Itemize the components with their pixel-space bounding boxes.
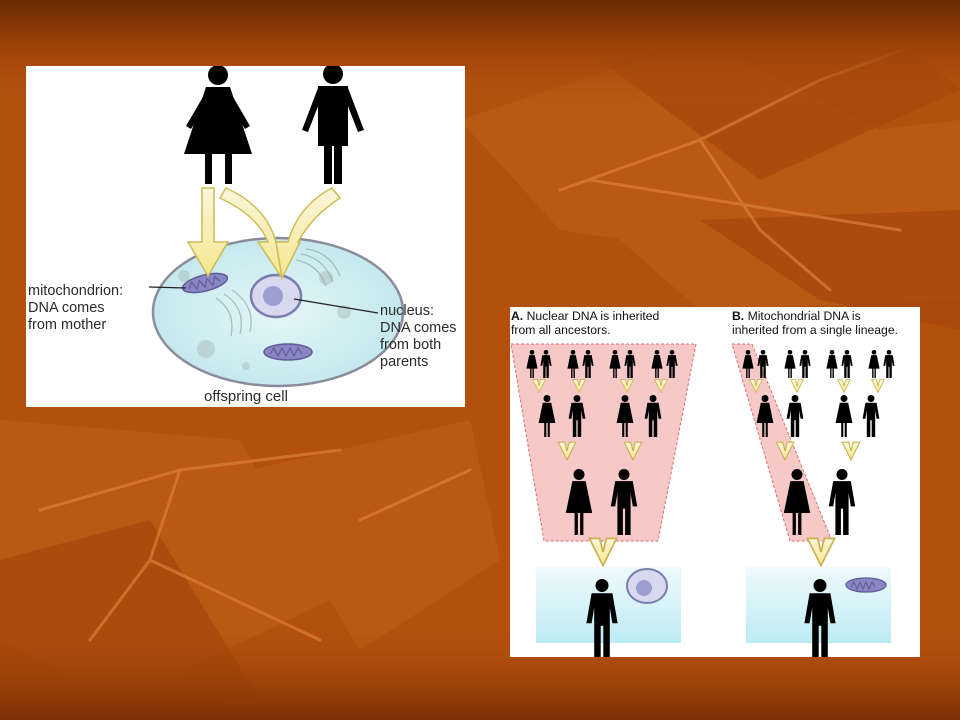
panel-b-heading: B. Mitochondrial DNA is inherited from a… — [732, 309, 898, 337]
panel-a-offspring-nucleus — [626, 568, 668, 604]
panel-a-final-arrow — [588, 537, 618, 567]
panel-b-letter: B. — [732, 309, 745, 323]
mitochondrion-pointer — [148, 286, 187, 289]
cell-diagram-panel: mitochondrion: DNA comes from mother nuc… — [26, 66, 465, 407]
mother-figure — [184, 66, 252, 184]
panel-b-text: Mitochondrial DNA is inherited from a si… — [732, 309, 898, 337]
inheritance-diagram-panel: A. Nuclear DNA is inherited from all anc… — [510, 307, 920, 657]
panel-b-great-grandparents — [742, 350, 895, 378]
cell-diagram-figure — [148, 66, 405, 388]
panel-a-letter: A. — [511, 309, 524, 323]
panel-b-offspring-mitochondrion — [845, 577, 887, 593]
mitochondrion-label: mitochondrion: DNA comes from mother — [28, 283, 124, 333]
father-figure — [302, 66, 364, 184]
mitochondrion — [181, 272, 229, 294]
maternal-mitochondria-arrow — [186, 187, 230, 278]
nucleus-label: nucleus: DNA comes from both parents — [380, 303, 457, 370]
panel-a-text: Nuclear DNA is inherited from all ancest… — [511, 309, 660, 337]
parental-nucleus-arrow — [218, 187, 342, 281]
nucleus — [249, 273, 303, 319]
nucleus-pointer — [293, 298, 379, 314]
panel-a-heading: A. Nuclear DNA is inherited from all anc… — [511, 309, 659, 337]
inheritance-figure — [510, 343, 895, 657]
cell-label: offspring cell — [204, 388, 288, 405]
mitochondrion-2 — [263, 343, 313, 361]
panel-a-lineage-region — [510, 343, 697, 542]
panel-b-final-arrow — [806, 537, 836, 567]
